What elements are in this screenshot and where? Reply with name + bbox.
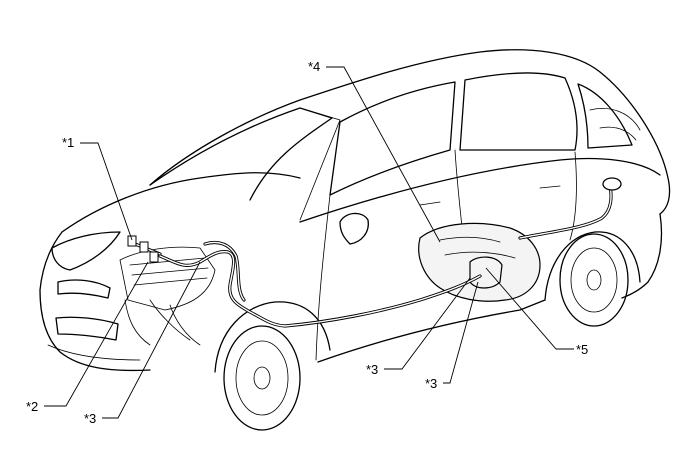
fuel-tank [418,222,541,302]
rear-door-rear-edge [569,151,577,241]
engine-hoses [149,299,201,346]
rear-tire [559,233,629,327]
leader-lines [44,66,574,419]
front-door-handle [419,201,441,206]
roof-outline [149,49,671,215]
callout-4: *4 [308,59,320,74]
rear-wheel [544,231,641,327]
leader-1 [80,142,133,241]
callout-3-front: *3 [84,411,96,426]
front-fascia [39,231,151,372]
fuel-filler-neck [518,177,622,240]
callout-5: *5 [576,342,588,357]
rear-rim [570,247,618,313]
beltline [299,157,661,223]
front-hub [253,366,271,390]
fuel-rail [127,235,162,263]
fuel-lines [158,240,482,328]
car-body [39,49,671,372]
callout-1: *1 [62,135,74,150]
leader-3c [443,281,479,384]
bumper-lip [47,344,141,361]
front-rim [235,340,289,416]
front-wheel [214,301,331,431]
hood-outline [61,172,301,233]
headlight [51,231,121,271]
leader-2 [44,261,149,407]
leader-3b [384,277,471,370]
leader-5 [485,267,574,350]
lower-grille [55,316,119,341]
callout-3-tank-right: *3 [425,376,437,391]
rear-body-side [621,213,663,299]
front-door-seam [315,194,331,361]
rear-quarter-window [577,83,633,149]
windshield-frame [149,107,333,201]
a-pillar [299,107,341,221]
callout-labels: *1 *2 *3 *4 *3 *3 *5 [26,59,588,426]
rear-side-window [459,72,578,151]
fuel-filler-cap [602,177,622,191]
rear-wheel-arch [544,231,641,301]
front-wheel-arch [214,301,331,373]
fuel-tank-ribs [439,236,516,259]
upper-grille [57,279,111,299]
leader-4 [326,66,441,243]
side-mirror [339,212,369,245]
leader-3a [102,261,201,419]
callout-2: *2 [26,399,38,414]
front-tire [223,325,301,431]
rocker-panel [317,299,546,363]
callout-3-tank-left: *3 [366,362,378,377]
engine-lower [124,299,151,346]
engine-ribs [129,257,209,286]
rear-spoiler [589,108,641,141]
front-side-window [329,81,456,196]
rear-door-handle [539,185,561,189]
fuel-pump-module [469,256,503,289]
rear-hub [586,269,602,291]
